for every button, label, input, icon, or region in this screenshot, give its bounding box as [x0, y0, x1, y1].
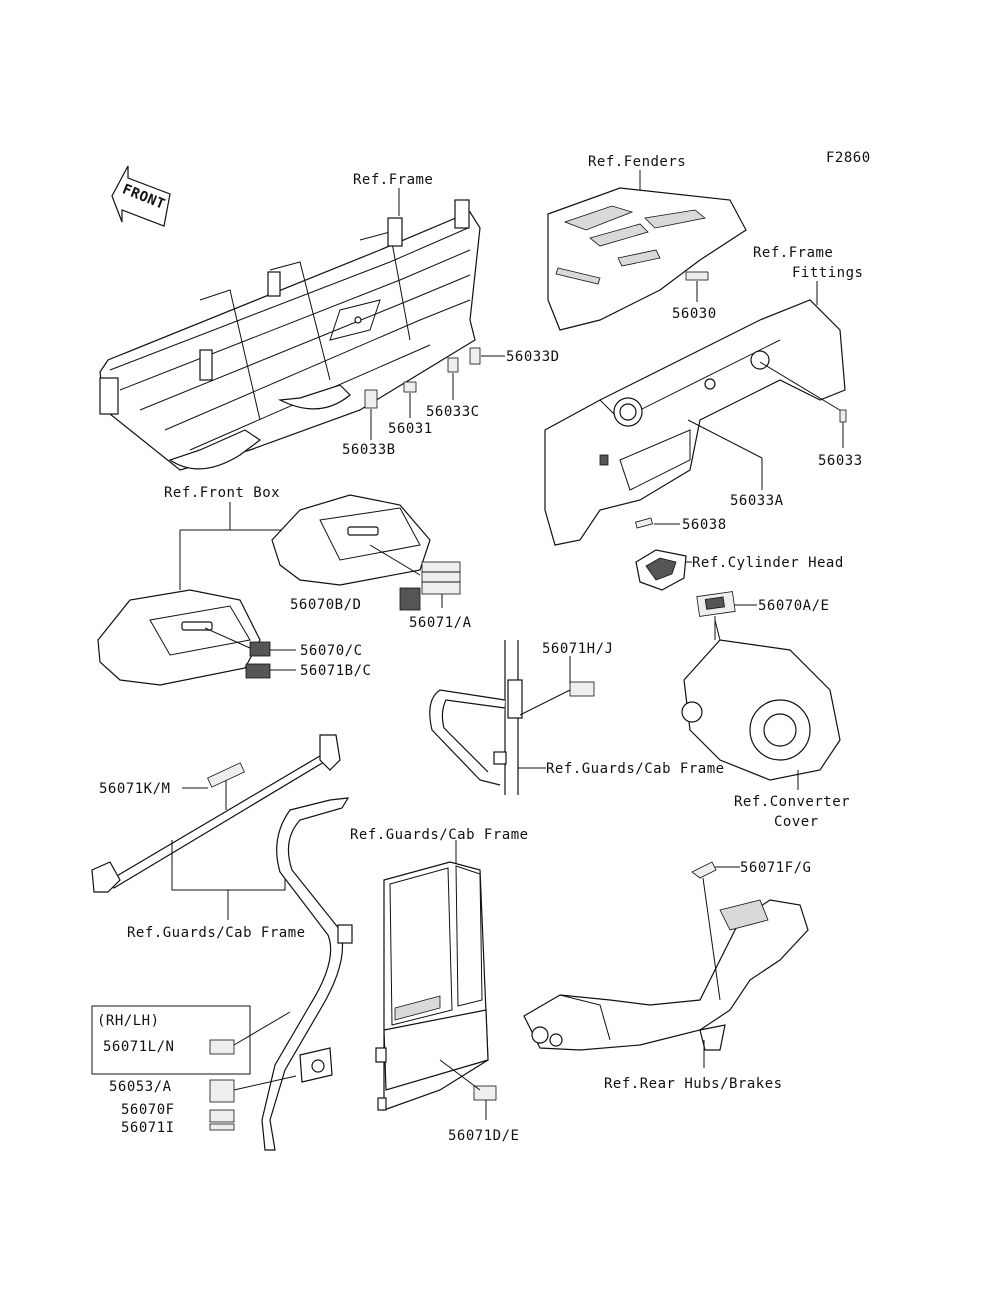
decal-56030: [685, 271, 709, 281]
label-56053A: 56053/A: [109, 1079, 172, 1095]
label-56071KM: 56071K/M: [99, 781, 170, 797]
label-56033D: 56033D: [506, 349, 560, 365]
decal-56070F: [209, 1109, 235, 1123]
label-ref-front-box: Ref.Front Box: [164, 485, 280, 501]
label-56071LN: 56071L/N: [103, 1039, 174, 1055]
leader-front-box-decals: [369, 544, 421, 576]
leader-56071HJ-b: [519, 689, 571, 716]
label-ref-rear-hubs: Ref.Rear Hubs/Brakes: [604, 1076, 783, 1092]
guard-drawing: [429, 640, 523, 795]
figure-id: F2860: [826, 150, 871, 166]
label-56071BC: 56071B/C: [300, 663, 371, 679]
front-box-lower-drawing: [97, 589, 261, 686]
converter-cover-drawing: [681, 619, 841, 781]
frame-fittings-drawing: [544, 299, 846, 546]
leader-56053A: [233, 1075, 297, 1091]
decal-56071HJ: [569, 681, 595, 697]
decal-56071KM: [207, 762, 245, 788]
cylinder-head-drawing: [635, 549, 687, 591]
label-56070C: 56070/C: [300, 643, 363, 659]
decal-56033B: [364, 389, 378, 409]
fenders-drawing: [547, 187, 747, 331]
decal-56033C: [447, 357, 459, 373]
label-56071HJ: 56071H/J: [542, 641, 613, 657]
label-56070BD: 56070B/D: [290, 597, 361, 613]
decal-56070C: [249, 641, 271, 657]
decal-56071LN: [209, 1039, 235, 1055]
decal-56070AE-mark: [704, 596, 725, 610]
leader-56071LN: [233, 1011, 291, 1046]
label-ref-guards-cab-frame-2: Ref.Guards/Cab Frame: [350, 827, 529, 843]
label-ref-fenders: Ref.Fenders: [588, 154, 686, 170]
decal-56071FG: [691, 861, 717, 879]
label-56031: 56031: [388, 421, 433, 437]
rear-hubs-drawing: [523, 899, 809, 1051]
label-ref-guards-cab-frame-3: Ref.Guards/Cab Frame: [127, 925, 306, 941]
grab-bar-drawing: [261, 797, 353, 1151]
decal-56071A: [421, 561, 461, 595]
decal-56071BC: [245, 663, 271, 679]
front-box-upper-drawing: [271, 494, 431, 586]
label-56071I: 56071I: [121, 1120, 175, 1136]
decal-56071I: [209, 1123, 235, 1131]
decal-56031: [403, 381, 417, 393]
label-ref-guards-cab-frame-1: Ref.Guards/Cab Frame: [546, 761, 725, 777]
crossbar-drawing: [91, 734, 341, 893]
decal-56033D: [469, 347, 481, 365]
leader-ref-front-box: [179, 502, 283, 590]
label-56071A: 56071/A: [409, 615, 472, 631]
leader-ref-guards-3: [171, 780, 286, 920]
label-ref-converter-2: Cover: [774, 814, 819, 830]
decal-56053A: [209, 1079, 235, 1103]
frame-drawing: [99, 199, 481, 471]
label-ref-frame-fittings-2: Fittings: [792, 265, 863, 281]
label-rh-lh: (RH/LH): [97, 1013, 160, 1029]
leader-front-box-lower: [204, 627, 251, 649]
front-arrow-icon: FRONT: [111, 165, 171, 227]
leader-56071FG-b: [702, 877, 721, 1001]
label-56070F: 56070F: [121, 1102, 175, 1118]
label-ref-frame-fittings-1: Ref.Frame: [753, 245, 833, 261]
label-56071DE: 56071D/E: [448, 1128, 519, 1144]
label-56030: 56030: [672, 306, 717, 322]
label-ref-cylinder-head: Ref.Cylinder Head: [692, 555, 844, 571]
label-56071FG: 56071F/G: [740, 860, 811, 876]
decal-56070BD: [399, 587, 421, 611]
label-56038: 56038: [682, 517, 727, 533]
leader-56033: [759, 361, 844, 413]
label-ref-converter-1: Ref.Converter: [734, 794, 850, 810]
leader-56033A: [687, 419, 763, 459]
leader-56071DE: [439, 1059, 481, 1091]
decal-56038: [635, 517, 653, 529]
label-56033: 56033: [818, 453, 863, 469]
label-56033B: 56033B: [342, 442, 396, 458]
rh-lh-box: [91, 1005, 251, 1075]
label-56070AE: 56070A/E: [758, 598, 829, 614]
door-panel-drawing: [375, 861, 489, 1111]
label-56033A: 56033A: [730, 493, 784, 509]
decal-56033: [839, 409, 847, 423]
label-56033C: 56033C: [426, 404, 480, 420]
label-ref-frame: Ref.Frame: [353, 172, 433, 188]
